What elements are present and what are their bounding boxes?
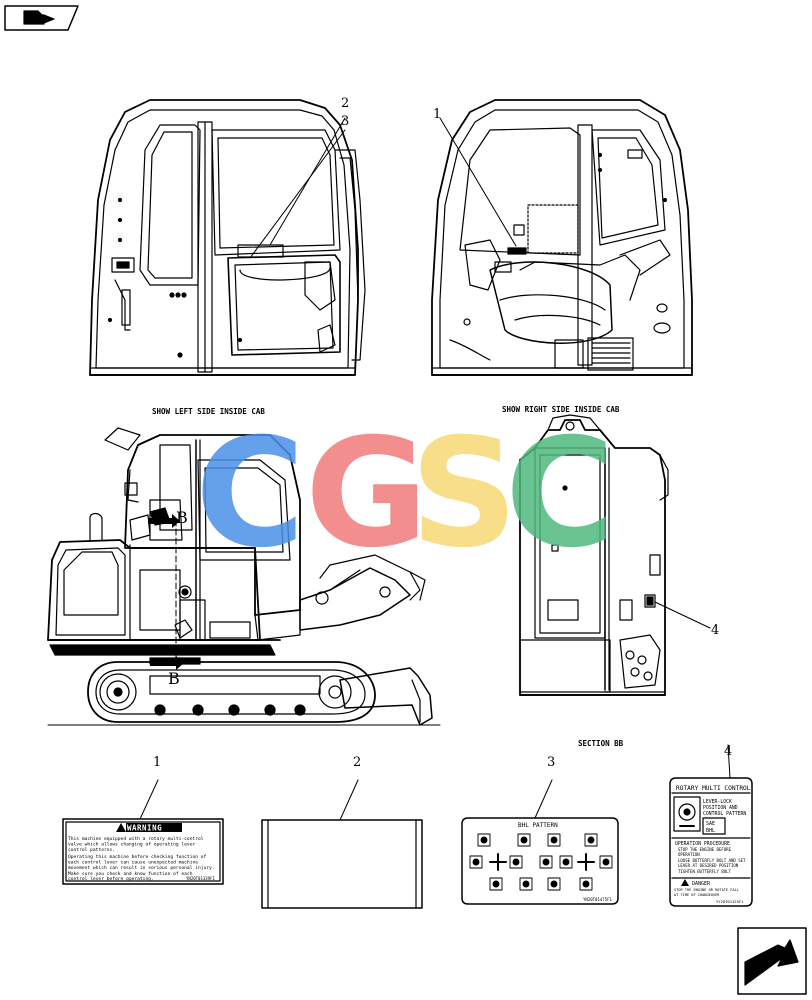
rotary-bhl: BHL (706, 828, 715, 834)
rotary-procedure-line-4: LEVER AT DESIRED POSITION (678, 863, 739, 868)
caption-left-cab: SHOW LEFT SIDE INSIDE CAB (152, 407, 265, 416)
rotary-sae: SAE (706, 821, 715, 827)
rotary-procedure-line-1: STOP THE ENGINE BEFORE (678, 847, 732, 852)
warning-decal (62, 779, 224, 885)
rotary-procedure-title: OPERATION PROCEDURE (675, 841, 730, 847)
right-cab-view (431, 99, 693, 376)
warning-title: WARNING (127, 824, 162, 833)
blank-plate-decal (261, 779, 423, 909)
warning-line-4: Operating this machine before checking f… (68, 854, 207, 860)
left-cab-view (89, 99, 366, 376)
bhl-pattern-code: YN20T01475F1 (583, 897, 612, 902)
section-bb-view (519, 414, 711, 696)
callout-4-bottom: 4 (724, 744, 732, 759)
section-marker-b-upper: B (176, 508, 188, 527)
warning-code: YN20T01339F1 (186, 876, 215, 881)
warning-line-3: control patterns. (68, 847, 115, 853)
section-marker-b-lower: B (168, 669, 180, 688)
rotary-code: YY20T01325F1 (716, 899, 744, 904)
rotary-title: ROTARY MULTI CONTROL (676, 785, 751, 792)
rotary-procedure-line-3: LOOSE BUTTERFLY BOLT AND SET (678, 858, 746, 863)
warning-line-7: Make sure you check and know function of… (68, 871, 193, 877)
rotary-danger-line-1: STOP THE ENGINE OR ROTATE FALL (674, 888, 739, 892)
warning-line-8: control lever before operating. (68, 876, 154, 882)
rotary-danger: DANGER (692, 881, 711, 887)
warning-line-5: each control lever can cause unexpected … (68, 860, 198, 866)
callout-2-bottom: 2 (353, 755, 361, 770)
rotary-multi-control-decal (669, 744, 753, 907)
callout-3-top: 3 (341, 114, 349, 129)
rotary-procedure-line-2: OPERATION (678, 852, 700, 857)
warning-line-2: valve which allows changing of operating… (68, 842, 195, 848)
callout-4-section: 4 (711, 623, 719, 638)
caption-section-bb: SECTION BB (578, 739, 624, 748)
excavator-side-view: B B (47, 427, 441, 726)
callout-3-bottom: 3 (547, 755, 555, 770)
rotary-lever-line-2: POSITION AND (703, 805, 738, 811)
rotary-lever-line-1: LEVER-LOCK (703, 799, 732, 805)
warning-line-1: This machine equipped with a rotary mult… (68, 836, 204, 842)
caption-right-cab: SHOW RIGHT SIDE INSIDE CAB (502, 405, 620, 414)
rotary-lever-line-3: CONTROL PATTERN (703, 811, 746, 817)
callout-2-top: 2 (341, 96, 349, 111)
bhl-pattern-title: BHL PATTERN (518, 822, 558, 829)
back-nav-icon[interactable] (4, 5, 79, 31)
forward-nav-icon[interactable] (737, 927, 807, 995)
callout-1-top: 1 (433, 107, 441, 122)
callout-1-bottom: 1 (153, 755, 161, 770)
bhl-pattern-decal (461, 779, 619, 905)
warning-line-6: movement which can result in serious per… (68, 865, 215, 871)
rotary-procedure-line-5: TIGHTEN BUTTERFLY BOLT (678, 869, 732, 874)
rotary-danger-line-2: AT TIME OF CHANGEOVER (674, 893, 720, 897)
